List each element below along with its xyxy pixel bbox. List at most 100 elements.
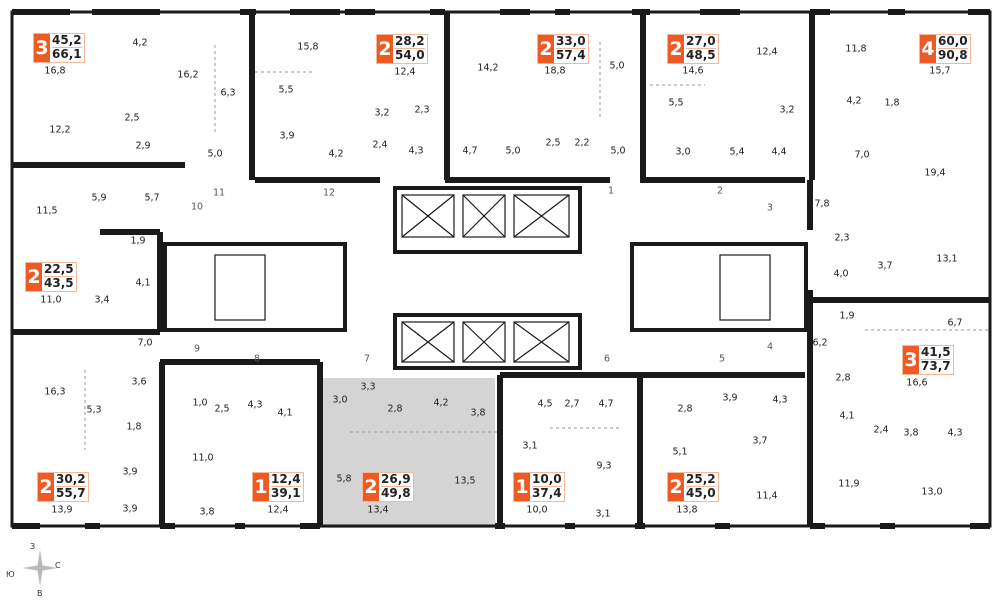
room-area-label: 12,4 [267, 504, 289, 516]
room-area-label: 2,4 [372, 139, 388, 151]
apartment-door-number: 5 [718, 353, 726, 365]
room-area-label: 4,1 [277, 407, 293, 419]
room-area-label: 3,1 [522, 440, 538, 452]
room-area-label: 7,0 [137, 337, 153, 349]
room-area-label: 16,8 [44, 65, 66, 77]
room-area-label: 2,3 [834, 232, 850, 244]
room-area-label: 3,7 [752, 435, 768, 447]
compass-south: Ю [6, 570, 15, 579]
room-area-label: 13,5 [454, 475, 476, 487]
room-area-label: 4,3 [408, 145, 424, 157]
selected-apartment-fill[interactable] [320, 378, 495, 528]
room-area-label: 1,8 [884, 97, 900, 109]
room-count: 1 [514, 473, 530, 501]
room-area-label: 16,6 [906, 377, 928, 389]
apartment-door-number: 6 [603, 353, 611, 365]
room-area-label: 4,7 [598, 398, 614, 410]
room-area-label: 15,7 [929, 65, 951, 77]
total-area: 48,5 [686, 48, 716, 62]
room-area-label: 13,4 [367, 504, 389, 516]
living-area: 22,5 [44, 262, 74, 277]
room-count: 3 [34, 34, 50, 62]
room-area-label: 2,5 [214, 403, 230, 415]
apartment-door-number: 11 [212, 187, 226, 199]
room-area-label: 3,0 [332, 394, 348, 406]
room-area-label: 4,1 [839, 410, 855, 422]
room-area-label: 1,9 [130, 235, 146, 247]
total-area: 43,5 [44, 276, 74, 290]
total-area: 73,7 [921, 359, 951, 373]
room-area-label: 5,0 [505, 145, 521, 157]
room-area-label: 5,5 [668, 97, 684, 109]
room-area-label: 7,8 [814, 198, 830, 210]
room-area-label: 13,1 [936, 253, 958, 265]
room-area-label: 4,2 [328, 148, 344, 160]
room-area-label: 6,2 [812, 337, 828, 349]
room-count: 3 [903, 346, 919, 374]
compass-icon [22, 550, 58, 586]
room-count: 2 [363, 473, 379, 501]
room-area-label: 4,3 [247, 399, 263, 411]
room-area-label: 3,7 [877, 260, 893, 272]
apartment-door-number: 7 [363, 353, 371, 365]
room-area-label: 5,0 [207, 148, 223, 160]
total-area: 37,4 [532, 486, 562, 500]
living-area: 45,2 [52, 33, 82, 48]
room-area-label: 2,8 [387, 403, 403, 415]
room-count: 2 [38, 473, 54, 501]
room-area-label: 2,9 [135, 140, 151, 152]
total-area: 54,0 [395, 48, 425, 62]
room-count: 2 [538, 35, 554, 63]
room-area-label: 3,9 [279, 130, 295, 142]
room-area-label: 12,4 [394, 66, 416, 78]
total-area: 39,1 [271, 486, 301, 500]
room-area-label: 3,2 [779, 104, 795, 116]
room-area-label: 5,3 [86, 404, 102, 416]
room-area-label: 2,2 [574, 137, 590, 149]
living-area: 30,2 [56, 472, 86, 487]
room-area-label: 12,2 [49, 124, 71, 136]
room-area-label: 11,0 [192, 452, 214, 464]
room-area-label: 3,9 [122, 503, 138, 515]
room-area-label: 11,0 [40, 294, 62, 306]
room-area-label: 4,3 [772, 394, 788, 406]
room-area-label: 14,6 [682, 65, 704, 77]
living-area: 27,0 [686, 34, 716, 49]
room-area-label: 18,8 [544, 65, 566, 77]
living-area: 28,2 [395, 34, 425, 49]
room-area-label: 11,5 [36, 205, 58, 217]
room-area-label: 5,1 [672, 446, 688, 458]
living-area: 41,5 [921, 345, 951, 360]
apartment-door-number: 3 [766, 202, 774, 214]
room-area-label: 12,4 [756, 46, 778, 58]
room-area-label: 14,2 [477, 62, 499, 74]
room-area-label: 3,3 [360, 381, 376, 393]
room-area-label: 13,8 [676, 504, 698, 516]
room-area-label: 4,2 [846, 95, 862, 107]
room-area-label: 5,9 [91, 192, 107, 204]
total-area: 90,8 [938, 48, 968, 62]
apartment-door-number: 8 [253, 353, 261, 365]
room-area-label: 1,9 [839, 310, 855, 322]
living-area: 33,0 [556, 34, 586, 49]
room-count: 2 [26, 263, 42, 291]
room-count: 1 [253, 473, 269, 501]
compass-east: В [37, 589, 43, 598]
apartment-door-number: 4 [766, 341, 774, 353]
room-count: 2 [377, 35, 393, 63]
room-area-label: 11,4 [756, 490, 778, 502]
